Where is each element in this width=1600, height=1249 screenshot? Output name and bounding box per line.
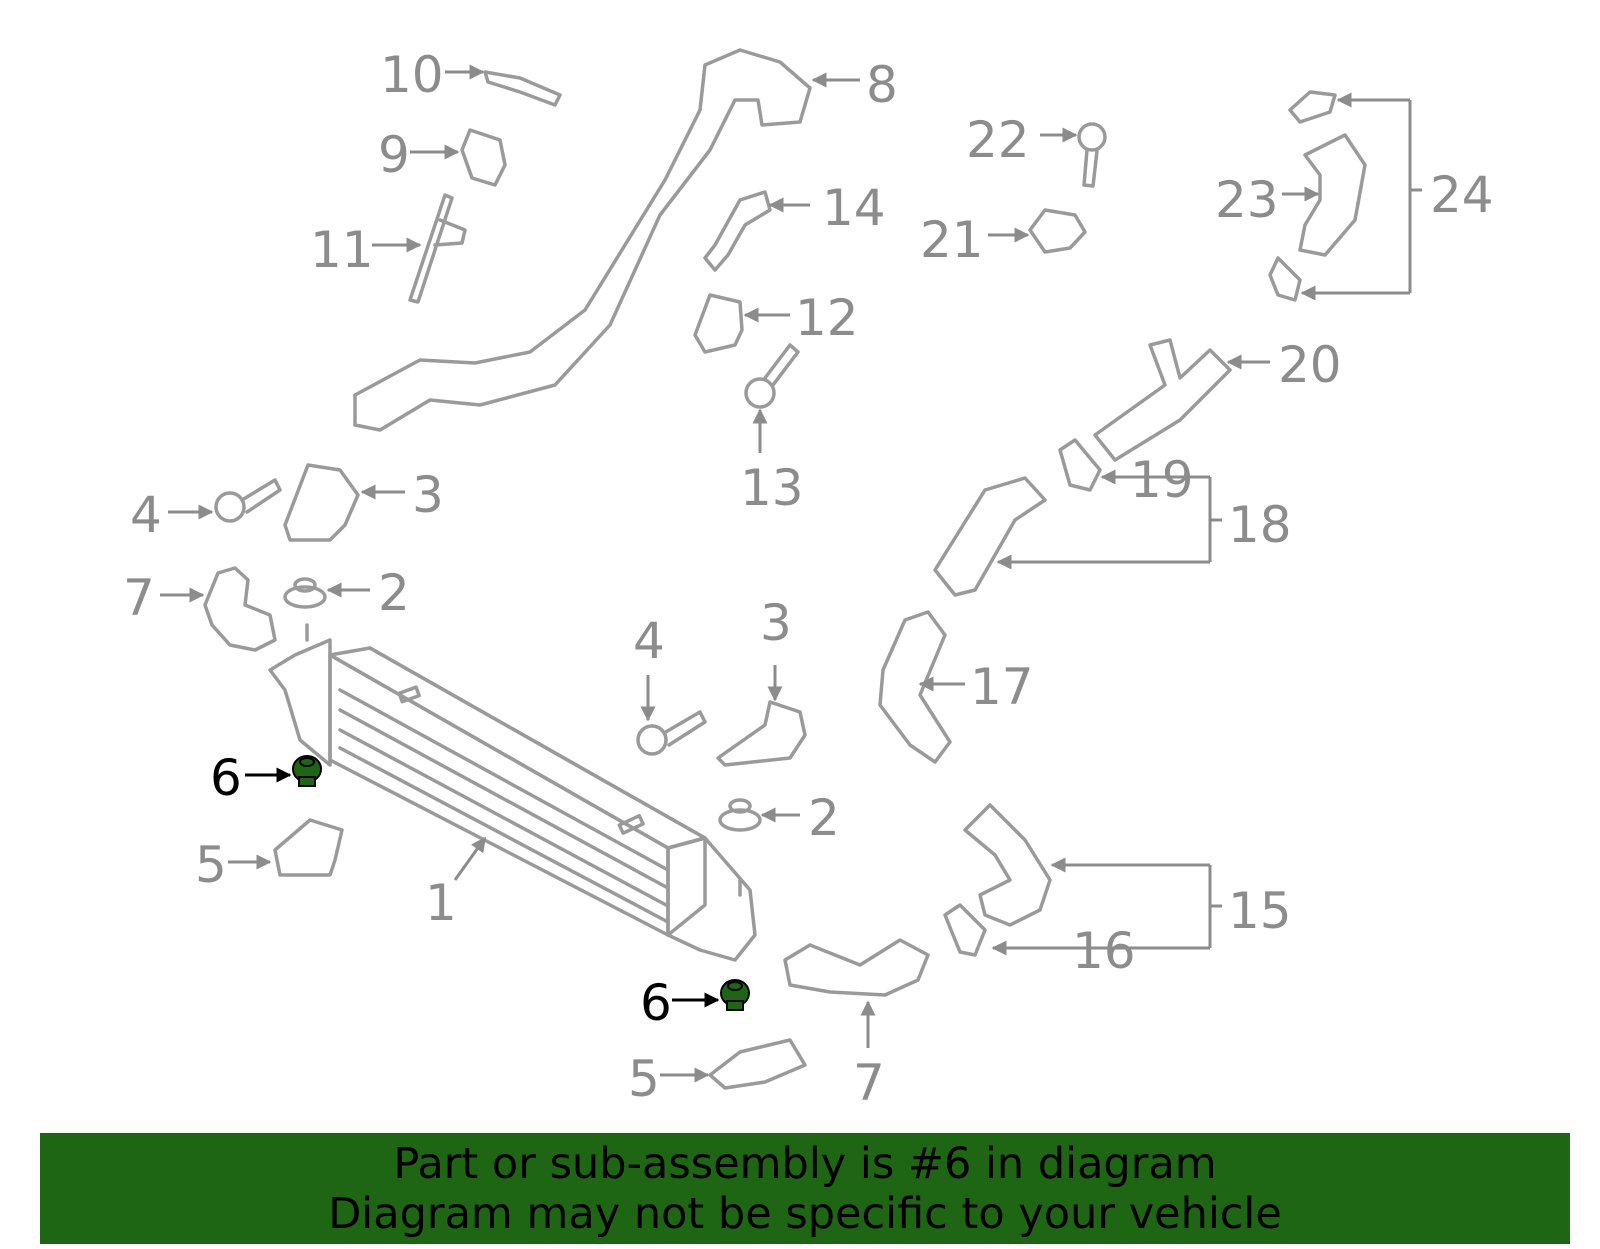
callout-1: 1 bbox=[425, 874, 457, 932]
callout-21: 21 bbox=[920, 211, 984, 269]
hose-part-14 bbox=[703, 190, 772, 272]
callout-7-lower: 7 bbox=[853, 1054, 885, 1112]
callout-13: 13 bbox=[740, 459, 804, 517]
bracket-part-3-lower bbox=[716, 700, 807, 767]
callout-14: 14 bbox=[822, 179, 886, 237]
air-tube-part-8 bbox=[353, 48, 812, 432]
intercooler-part-1 bbox=[268, 623, 757, 962]
callout-19: 19 bbox=[1130, 451, 1194, 509]
hose-part-15 bbox=[963, 803, 1052, 927]
callout-18: 18 bbox=[1228, 496, 1292, 554]
callout-2-lower: 2 bbox=[808, 789, 840, 847]
rod-part-11 bbox=[408, 193, 467, 304]
callout-6-lower: 6 bbox=[640, 974, 672, 1032]
hose-part-18 bbox=[933, 476, 1047, 597]
clamp-part-19 bbox=[1058, 438, 1102, 492]
callout-17: 17 bbox=[970, 658, 1034, 716]
callout-3-lower: 3 bbox=[760, 594, 792, 652]
bracket-part-5-upper bbox=[273, 818, 344, 877]
bolt-part-13 bbox=[744, 343, 800, 409]
banner-line-2: Diagram may not be specific to your vehi… bbox=[328, 1188, 1282, 1239]
sensor-part-21 bbox=[1028, 208, 1087, 254]
hose-part-7-lower bbox=[783, 938, 930, 997]
callout-5-lower: 5 bbox=[628, 1050, 660, 1108]
clip-part-9 bbox=[460, 128, 507, 187]
hose-part-17 bbox=[878, 610, 952, 764]
callout-16: 16 bbox=[1072, 922, 1136, 980]
bracket-part-5-lower bbox=[708, 1038, 807, 1090]
callout-10: 10 bbox=[380, 46, 444, 104]
callout-5-upper: 5 bbox=[195, 836, 227, 894]
callout-9: 9 bbox=[378, 126, 410, 184]
callout-2-upper: 2 bbox=[378, 564, 410, 622]
callout-8: 8 bbox=[866, 56, 898, 114]
bracket-part-12 bbox=[693, 293, 744, 354]
bolt-part-4-lower bbox=[636, 710, 707, 756]
callout-23: 23 bbox=[1215, 171, 1279, 229]
callout-11: 11 bbox=[310, 221, 374, 279]
pipe-part-20 bbox=[1093, 338, 1232, 462]
callout-20: 20 bbox=[1278, 336, 1342, 394]
callout-4-lower: 4 bbox=[633, 612, 665, 670]
callout-4-upper: 4 bbox=[130, 486, 162, 544]
highlighted-part-6-upper bbox=[292, 755, 322, 787]
callout-3-upper: 3 bbox=[412, 466, 444, 524]
callout-15: 15 bbox=[1228, 882, 1292, 940]
info-banner: Part or sub-assembly is #6 in diagram Di… bbox=[40, 1133, 1570, 1244]
callout-7-upper: 7 bbox=[123, 569, 155, 627]
clamp-part-24-lower bbox=[1268, 256, 1302, 302]
clamp-part-16 bbox=[943, 903, 987, 957]
hose-part-7-upper bbox=[203, 566, 277, 652]
highlighted-part-6-lower bbox=[720, 979, 750, 1011]
bolt-part-4-upper bbox=[214, 478, 282, 523]
callout-24: 24 bbox=[1430, 166, 1494, 224]
callout-12: 12 bbox=[795, 289, 859, 347]
insulator-part-2-upper bbox=[283, 577, 327, 609]
hose-part-23 bbox=[1298, 133, 1367, 257]
bolt-part-22 bbox=[1077, 122, 1107, 188]
insulator-part-2-lower bbox=[718, 798, 762, 832]
bracket-part-3-upper bbox=[283, 463, 360, 542]
callout-6-upper: 6 bbox=[210, 749, 242, 807]
bracket-part-10 bbox=[483, 70, 562, 107]
callout-22: 22 bbox=[966, 111, 1030, 169]
banner-line-1: Part or sub-assembly is #6 in diagram bbox=[393, 1138, 1217, 1189]
clamp-part-24-upper bbox=[1288, 90, 1337, 124]
